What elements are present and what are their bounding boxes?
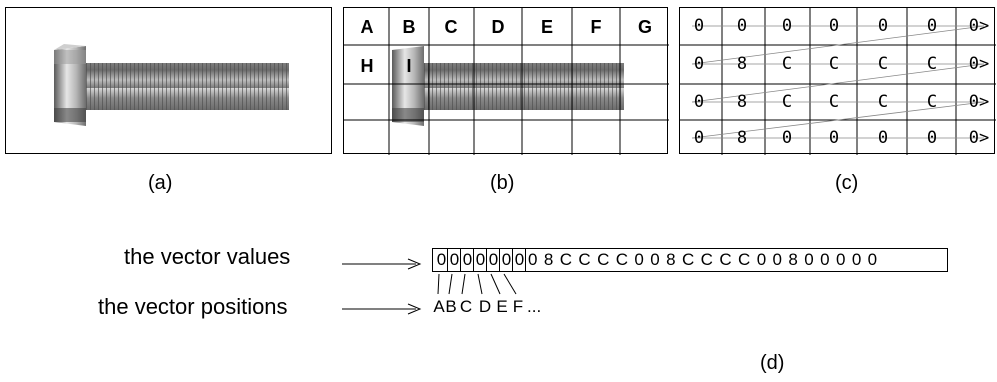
grid-value-cell: C [828, 54, 840, 74]
grid-value-cell: 0 [926, 128, 938, 148]
vector-positions-ellipsis: ... [527, 297, 542, 316]
vector-value-boxed: 0 [475, 250, 486, 269]
grid-value-cell: 0 [693, 128, 705, 148]
grid-value-cell: 0 [693, 16, 705, 36]
grid-letter-B: B [402, 17, 416, 37]
grid-value-cell: 0 [736, 16, 748, 36]
grid-letter-I: I [406, 56, 412, 76]
vector-position-letter: F [512, 297, 524, 316]
vector-position-letter: E [496, 297, 508, 316]
grid-value-cell: C [926, 92, 938, 112]
grid-value-cell: 0 [693, 92, 705, 112]
panel-b-grid: A B C D E F G H I [343, 7, 669, 155]
bolt-image-gridded [344, 8, 669, 155]
grid-value-cell: 8 [736, 54, 748, 74]
grid-value-cell: C [828, 92, 840, 112]
vector-position-letter: C [459, 297, 473, 316]
vector-value-boxed: 0 [462, 250, 473, 269]
vector-cell-divider [513, 249, 526, 271]
grid-value-cell: C [877, 92, 889, 112]
vector-cell-divider [435, 249, 448, 271]
vector-cell-divider [461, 249, 474, 271]
panel-a-bolt-image [5, 7, 332, 154]
grid-value-cell: 0 [828, 128, 840, 148]
grid-value-cell: 0 [781, 128, 793, 148]
grid-value-cell: 8 [736, 92, 748, 112]
bolt-image [54, 44, 289, 126]
grid-value-cell: C [877, 54, 889, 74]
vector-value-remaining: 08CCCC008CCCC00800000 [528, 250, 884, 269]
vector-value-boxed: 0 [449, 250, 460, 269]
vector-value-boxed: 0 [488, 250, 499, 269]
grid-value-cell: 0 [781, 16, 793, 36]
grid-value-cell: 0 [828, 16, 840, 36]
vector-values-label: the vector values [124, 244, 291, 269]
grid-letter-G: G [637, 17, 652, 37]
grid-value-cell: 0> [968, 16, 990, 36]
vector-cell-divider [474, 249, 487, 271]
zigzag-scan-lines [680, 8, 996, 155]
caption-d: (d) [760, 352, 785, 374]
vector-value-boxed: 0 [436, 250, 447, 269]
grid-letter-E: E [540, 17, 553, 37]
caption-c: (c) [835, 172, 859, 194]
grid-letter-F: F [590, 17, 602, 37]
grid-value-cell: C [781, 54, 793, 74]
vector-value-boxed: 0 [514, 250, 525, 269]
caption-b: (b) [490, 172, 515, 194]
vector-value-boxed: 0 [501, 250, 512, 269]
vector-position-letter: B [445, 297, 457, 316]
grid-letter-D: D [491, 17, 505, 37]
grid-value-cell: 0 [877, 128, 889, 148]
grid-value-cell: 8 [736, 128, 748, 148]
grid-value-cell: 0> [968, 54, 990, 74]
grid-value-cell: 0 [877, 16, 889, 36]
grid-letter-A: A [360, 17, 374, 37]
vector-cell-divider [500, 249, 513, 271]
vector-cell-divider [487, 249, 500, 271]
grid-letter-C: C [444, 17, 458, 37]
grid-value-cell: 0> [968, 92, 990, 112]
vector-values-arrow [342, 258, 422, 270]
grid-value-cell: 0 [926, 16, 938, 36]
vector-position-letter: D [478, 297, 492, 316]
vector-position-letter: A [433, 297, 445, 316]
grid-value-cell: C [781, 92, 793, 112]
caption-a: (a) [148, 172, 173, 194]
vector-cell-divider [448, 249, 461, 271]
grid-value-cell: 0> [968, 128, 990, 148]
grid-letter-H: H [360, 56, 374, 76]
vector-positions-label: the vector positions [98, 294, 288, 319]
grid-value-cell: 0 [693, 54, 705, 74]
position-leader-lines [437, 273, 517, 295]
grid-value-cell: C [926, 54, 938, 74]
vector-positions-arrow [342, 303, 422, 315]
